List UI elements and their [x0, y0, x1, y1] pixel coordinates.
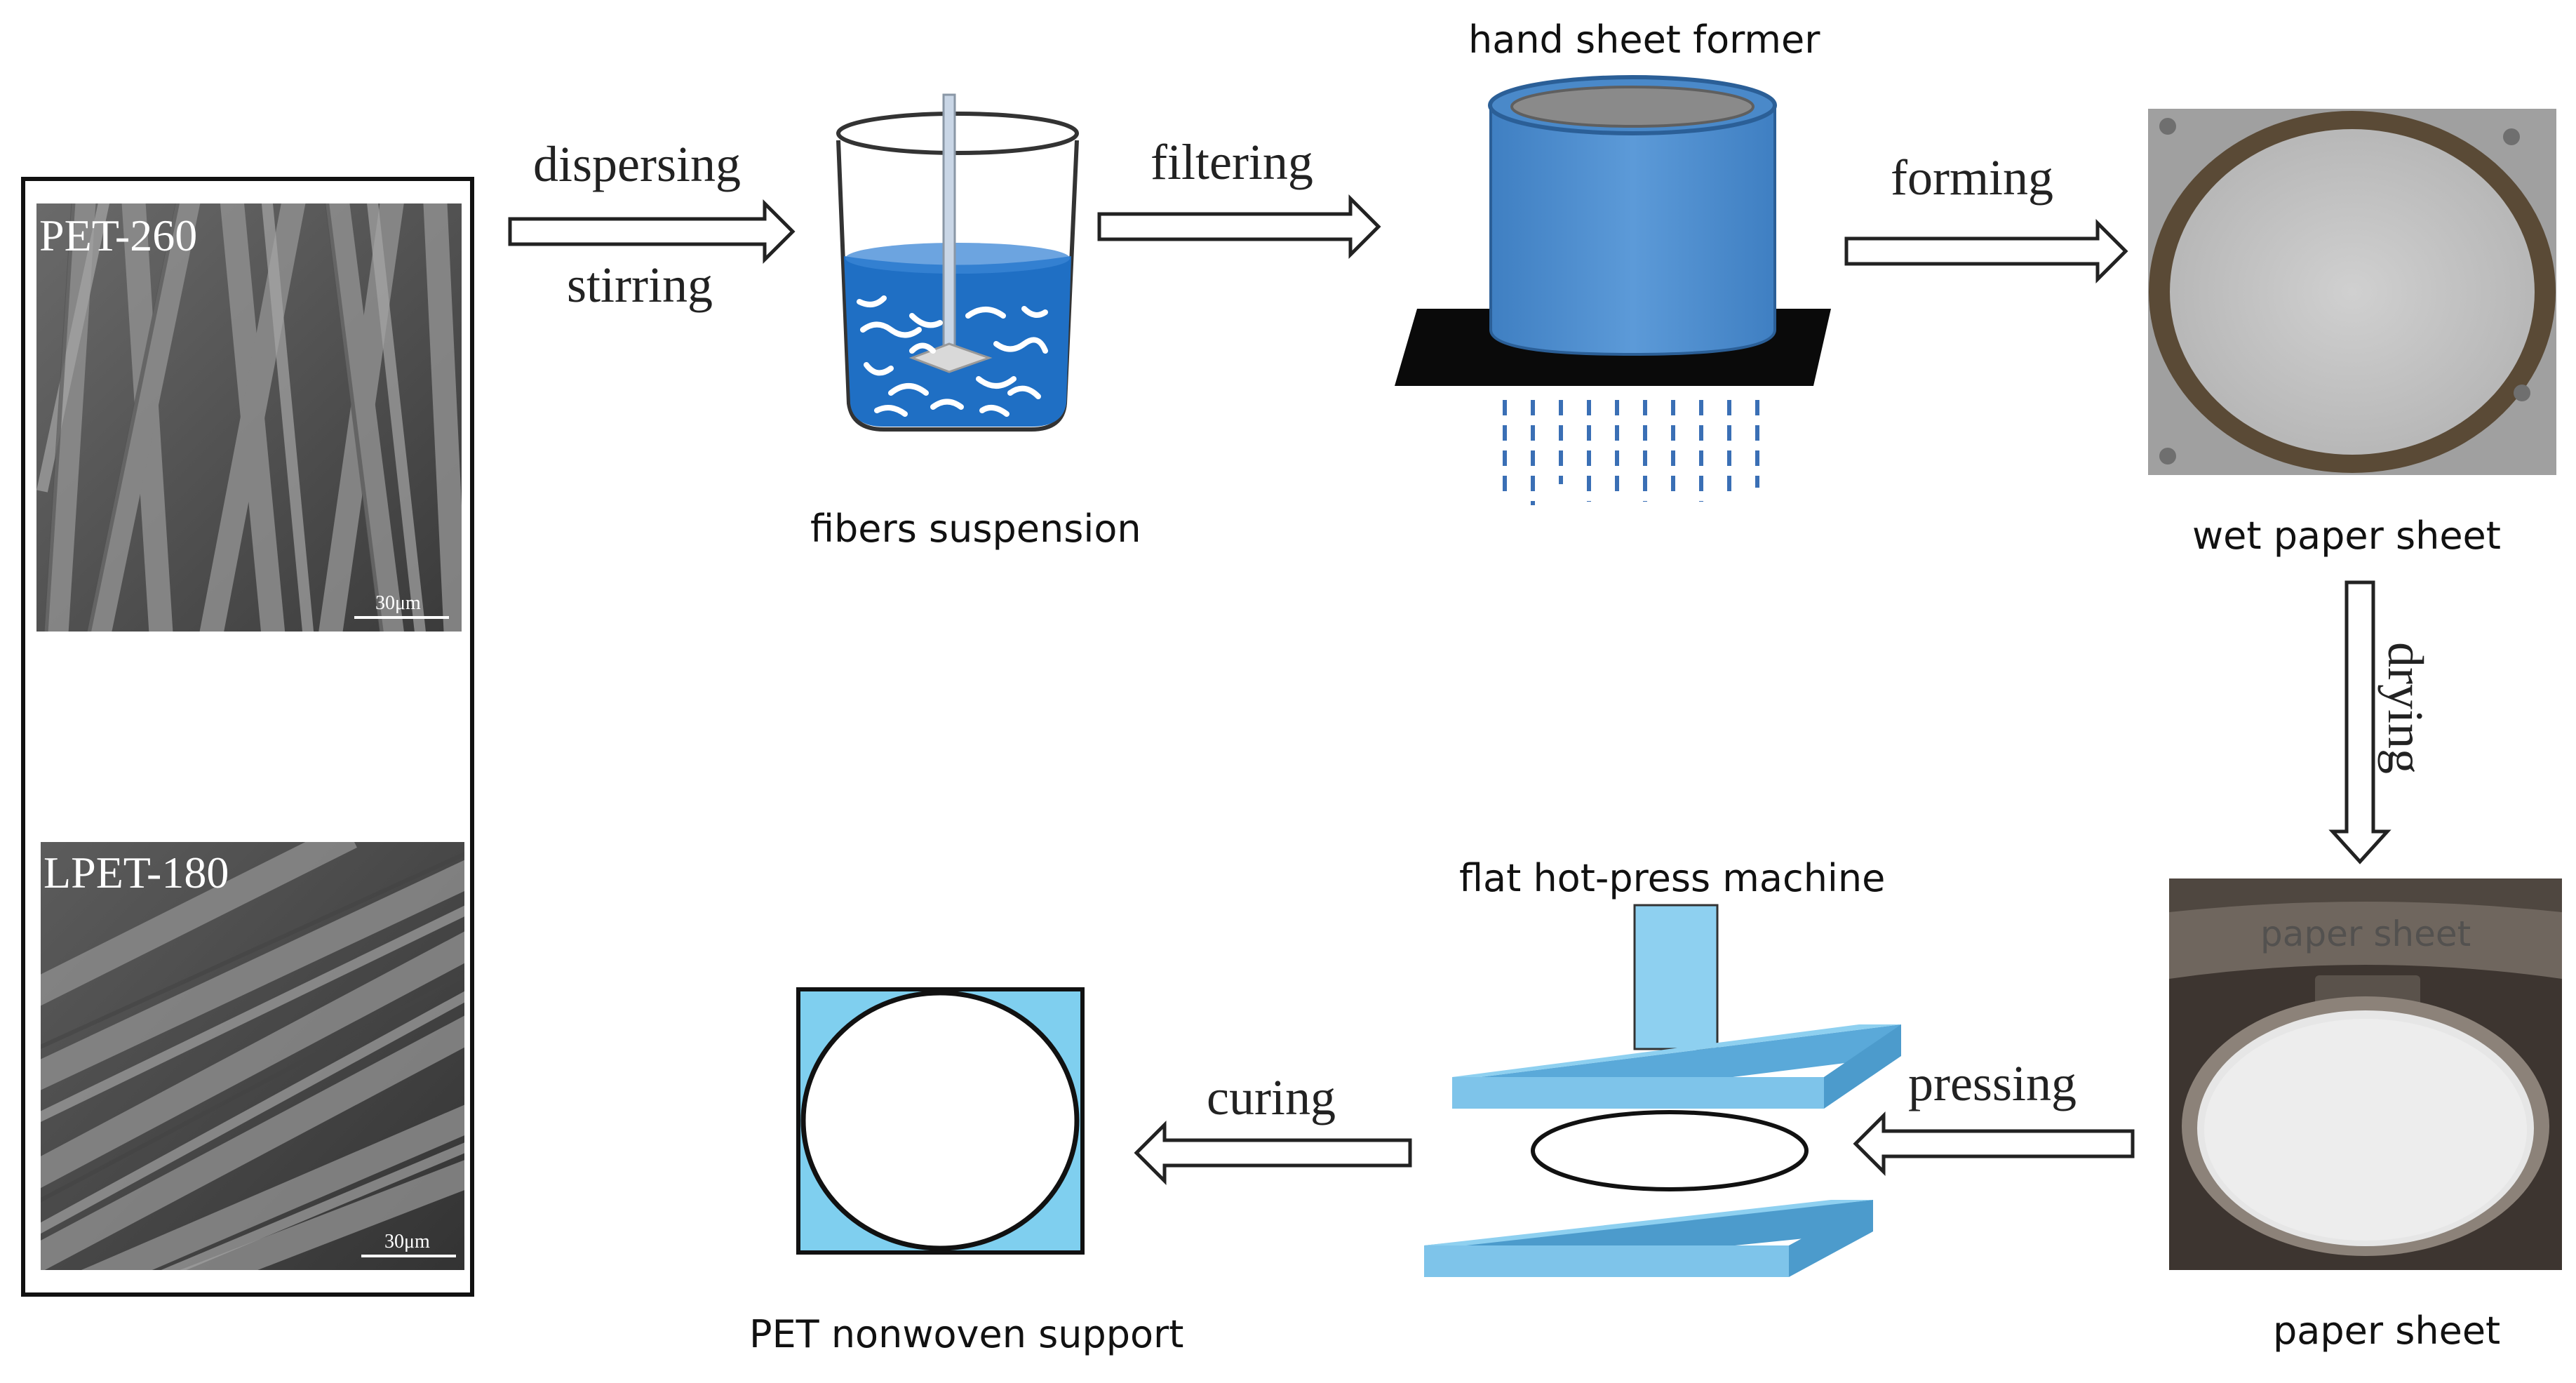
- step-forming: forming: [1891, 149, 2053, 206]
- wet-paper-sheet-photo: [2148, 109, 2556, 475]
- step-drying: drying: [2377, 642, 2434, 774]
- scale-label: 30μm: [384, 1231, 430, 1252]
- label-hand-sheet-former: hand sheet former: [1468, 18, 1820, 62]
- arrow-filtering: [1097, 194, 1381, 260]
- hand-sheet-former-illustration: [1395, 75, 1831, 505]
- label-wet-paper-sheet: wet paper sheet: [2192, 514, 2501, 558]
- arrow-pressing: [1853, 1111, 2135, 1177]
- label-nonwoven-support: PET nonwoven support: [749, 1312, 1183, 1356]
- sem-label-lpet-180: LPET-180: [43, 848, 229, 897]
- paper-sheet-photo: [2169, 878, 2562, 1270]
- arrow-curing: [1134, 1120, 1412, 1186]
- nonwoven-support-illustration: [796, 987, 1085, 1255]
- scale-label: 30μm: [375, 592, 421, 614]
- step-dispersing: dispersing: [533, 136, 741, 192]
- step-pressing: pressing: [1908, 1055, 2077, 1111]
- sem-image-pet-260: [36, 203, 462, 632]
- label-fibers-suspension: fibers suspension: [810, 507, 1141, 551]
- arrow-dispersing: [508, 199, 796, 265]
- label-hot-press: flat hot-press machine: [1459, 856, 1885, 900]
- beaker-illustration: [836, 93, 1079, 432]
- hot-press-illustration: [1424, 904, 1901, 1277]
- paper-sheet-photo-overlay-text: paper sheet: [2260, 914, 2471, 954]
- step-filtering: filtering: [1151, 134, 1313, 190]
- label-paper-sheet: paper sheet: [2273, 1309, 2500, 1353]
- arrow-drying: [2328, 580, 2391, 864]
- step-curing: curing: [1207, 1069, 1336, 1125]
- sem-label-pet-260: PET-260: [39, 211, 197, 260]
- step-stirring: stirring: [567, 257, 713, 313]
- sem-image-lpet-180: [41, 842, 464, 1270]
- arrow-forming: [1844, 218, 2128, 284]
